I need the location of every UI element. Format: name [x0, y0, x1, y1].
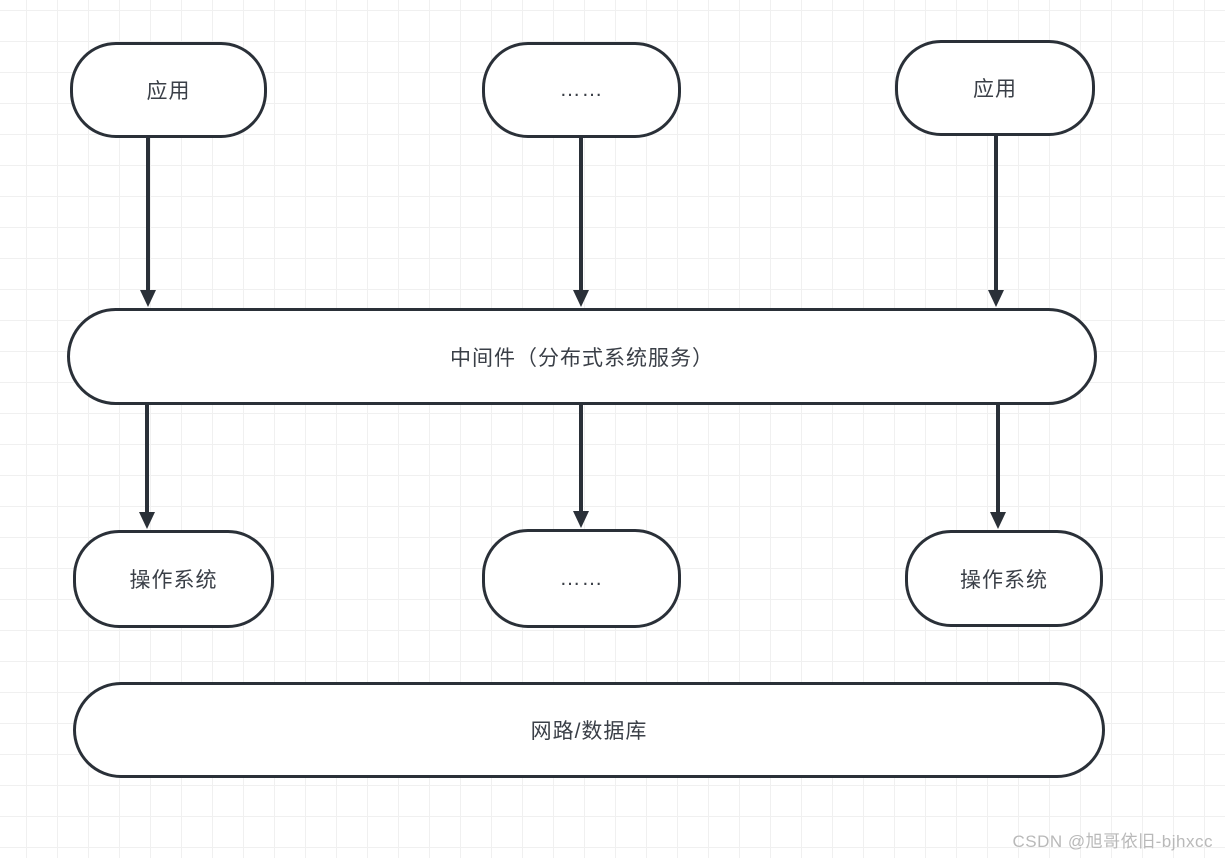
node-label: 操作系统 — [129, 569, 218, 592]
node-middleware: 中间件（分布式系统服务） — [67, 308, 1097, 405]
arrow-app-left-to-middleware — [140, 138, 156, 307]
arrow-app-right-to-middleware — [988, 136, 1004, 307]
arrow-head-icon — [573, 511, 589, 528]
node-label: 操作系统 — [960, 568, 1048, 592]
node-label: …… — [559, 566, 604, 590]
node-application-right: 应用 — [895, 40, 1095, 136]
arrow-head-icon — [140, 290, 156, 307]
node-ellipsis-top: …… — [482, 42, 681, 138]
arrow-head-icon — [573, 290, 589, 307]
node-application-left: 应用 — [70, 42, 267, 138]
arrow-head-icon — [139, 512, 155, 529]
node-label: 中间件（分布式系统服务） — [450, 346, 714, 370]
arrow-shaft — [145, 405, 149, 512]
node-label: 应用 — [146, 80, 191, 103]
node-network-database: 网路/数据库 — [73, 682, 1105, 778]
arrow-middleware-to-os-right — [990, 405, 1006, 529]
arrow-head-icon — [990, 512, 1006, 529]
node-label: 网路/数据库 — [530, 720, 648, 743]
arrow-middleware-to-ellipsis — [573, 405, 589, 528]
arrow-ellipsis-to-middleware — [573, 138, 589, 307]
node-ellipsis-bottom: …… — [482, 529, 681, 628]
arrow-shaft — [579, 138, 583, 290]
arrow-shaft — [996, 405, 1000, 512]
node-os-right: 操作系统 — [905, 530, 1103, 627]
csdn-watermark: CSDN @旭哥依旧-bjhxcc — [1012, 832, 1213, 851]
node-label: …… — [559, 78, 604, 101]
node-label: 应用 — [973, 78, 1017, 101]
arrow-head-icon — [988, 290, 1004, 307]
arrow-shaft — [579, 405, 583, 511]
node-os-left: 操作系统 — [73, 530, 274, 628]
arrow-shaft — [146, 138, 150, 290]
arrow-middleware-to-os-left — [139, 405, 155, 529]
arrow-shaft — [994, 136, 998, 290]
